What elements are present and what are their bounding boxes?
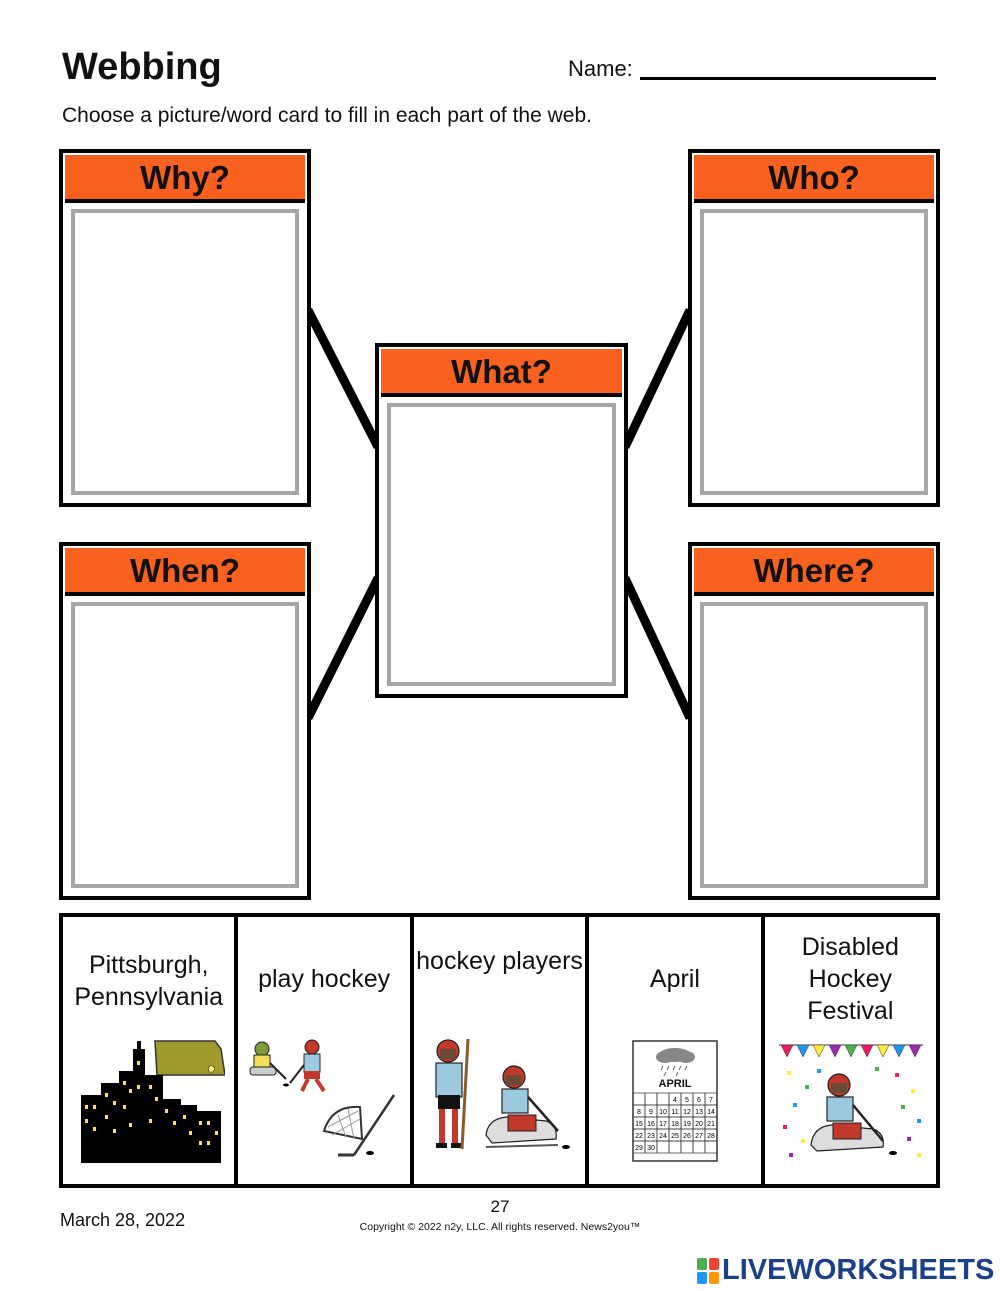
- hockey-festival-icon: [778, 1044, 923, 1157]
- calendar-day: 19: [683, 1121, 691, 1128]
- calendar-day: 17: [659, 1121, 667, 1128]
- calendar-day: 29: [635, 1145, 643, 1152]
- calendar-day: 6: [697, 1097, 701, 1104]
- calendar-day: 11: [672, 1109, 679, 1116]
- where-box: Where?: [688, 542, 940, 900]
- calendar-day: 18: [671, 1121, 679, 1128]
- liveworksheets-logo[interactable]: LIVEWORKSHEETS: [697, 1254, 994, 1287]
- calendar-day: 10: [659, 1109, 667, 1116]
- instructions: Choose a picture/word card to fill in ea…: [62, 104, 592, 127]
- connector-where: [620, 576, 695, 720]
- calendar-day: 13: [695, 1109, 703, 1116]
- what-header: What?: [381, 349, 622, 397]
- who-header: Who?: [694, 155, 934, 203]
- calendar-day: 4: [673, 1097, 677, 1104]
- calendar-day: 22: [635, 1133, 643, 1140]
- what-box: What?: [375, 343, 628, 698]
- calendar-day: 9: [649, 1109, 653, 1116]
- connector-when: [303, 575, 383, 721]
- when-drop-slot[interactable]: [71, 602, 299, 888]
- card-label: April: [649, 965, 700, 993]
- card-april[interactable]: April APRIL 4 5 6 7 8 9 10 11 12 13 14 15 16 17 18 19 20…: [589, 917, 765, 1184]
- why-drop-slot[interactable]: [71, 209, 299, 495]
- card-play-hockey[interactable]: play hockey: [238, 917, 414, 1184]
- calendar-day: 24: [659, 1133, 667, 1140]
- what-drop-slot[interactable]: [387, 403, 616, 686]
- calendar-day: 7: [709, 1097, 713, 1104]
- calendar-day: 28: [707, 1133, 715, 1140]
- calendar-day: 26: [683, 1133, 691, 1140]
- calendar-day: 23: [647, 1133, 655, 1140]
- where-drop-slot[interactable]: [700, 602, 928, 888]
- calendar-day: 30: [647, 1145, 655, 1152]
- card-hockey-players[interactable]: hockey players: [414, 917, 590, 1184]
- card-pittsburgh[interactable]: Pittsburgh, Pennsylvania: [63, 917, 239, 1184]
- card-label: hockey players: [416, 947, 583, 975]
- name-label: Name:: [568, 56, 633, 81]
- when-box: When?: [59, 542, 311, 900]
- page-title: Webbing: [62, 46, 222, 88]
- calendar-month: APRIL: [659, 1078, 692, 1090]
- calendar-day: 15: [635, 1121, 643, 1128]
- april-calendar-icon: APRIL 4 5 6 7 8 9 10 11 12 13 14 15 16 17 18 19 20 21 22 23…: [632, 1040, 718, 1162]
- footer-date: March 28, 2022: [60, 1210, 186, 1230]
- card-label: play hockey: [258, 965, 391, 993]
- name-input-line[interactable]: [640, 77, 936, 80]
- playing-hockey-icon: [249, 1039, 396, 1157]
- hockey-players-icon: [435, 1038, 570, 1150]
- why-header: Why?: [65, 155, 305, 203]
- calendar-day: 16: [647, 1121, 655, 1128]
- calendar-day: 12: [683, 1109, 691, 1116]
- calendar-cell: [704, 1140, 718, 1154]
- copyright: Copyright © 2022 n2y, LLC. All rights re…: [359, 1221, 641, 1233]
- connector-who: [620, 308, 695, 449]
- calendar-day: 27: [695, 1133, 703, 1140]
- calendar-day: 25: [671, 1133, 679, 1140]
- brand-name: LIVEWORKSHEETS: [722, 1254, 995, 1286]
- card-label: Pittsburgh, Pennsylvania: [74, 951, 224, 1011]
- calendar-day: 14: [707, 1109, 715, 1116]
- liveworksheets-mark-icon: [697, 1257, 719, 1284]
- card-strip: Pittsburgh, Pennsylvania: [59, 913, 940, 1188]
- card-label: Disabled Hockey Festival: [801, 933, 899, 1025]
- who-drop-slot[interactable]: [700, 209, 928, 495]
- card-hockey-festival[interactable]: Disabled Hockey Festival: [765, 917, 936, 1184]
- calendar-day: 21: [707, 1121, 715, 1128]
- why-box: Why?: [59, 149, 311, 507]
- connector-why: [303, 307, 383, 450]
- calendar-day: 8: [637, 1109, 641, 1116]
- when-header: When?: [65, 548, 305, 596]
- page-number: 27: [490, 1197, 510, 1216]
- where-header: Where?: [694, 548, 934, 596]
- city-skyline-icon: [81, 1040, 225, 1163]
- calendar-day: 5: [685, 1097, 689, 1104]
- calendar-day: 20: [695, 1121, 703, 1128]
- who-box: Who?: [688, 149, 940, 507]
